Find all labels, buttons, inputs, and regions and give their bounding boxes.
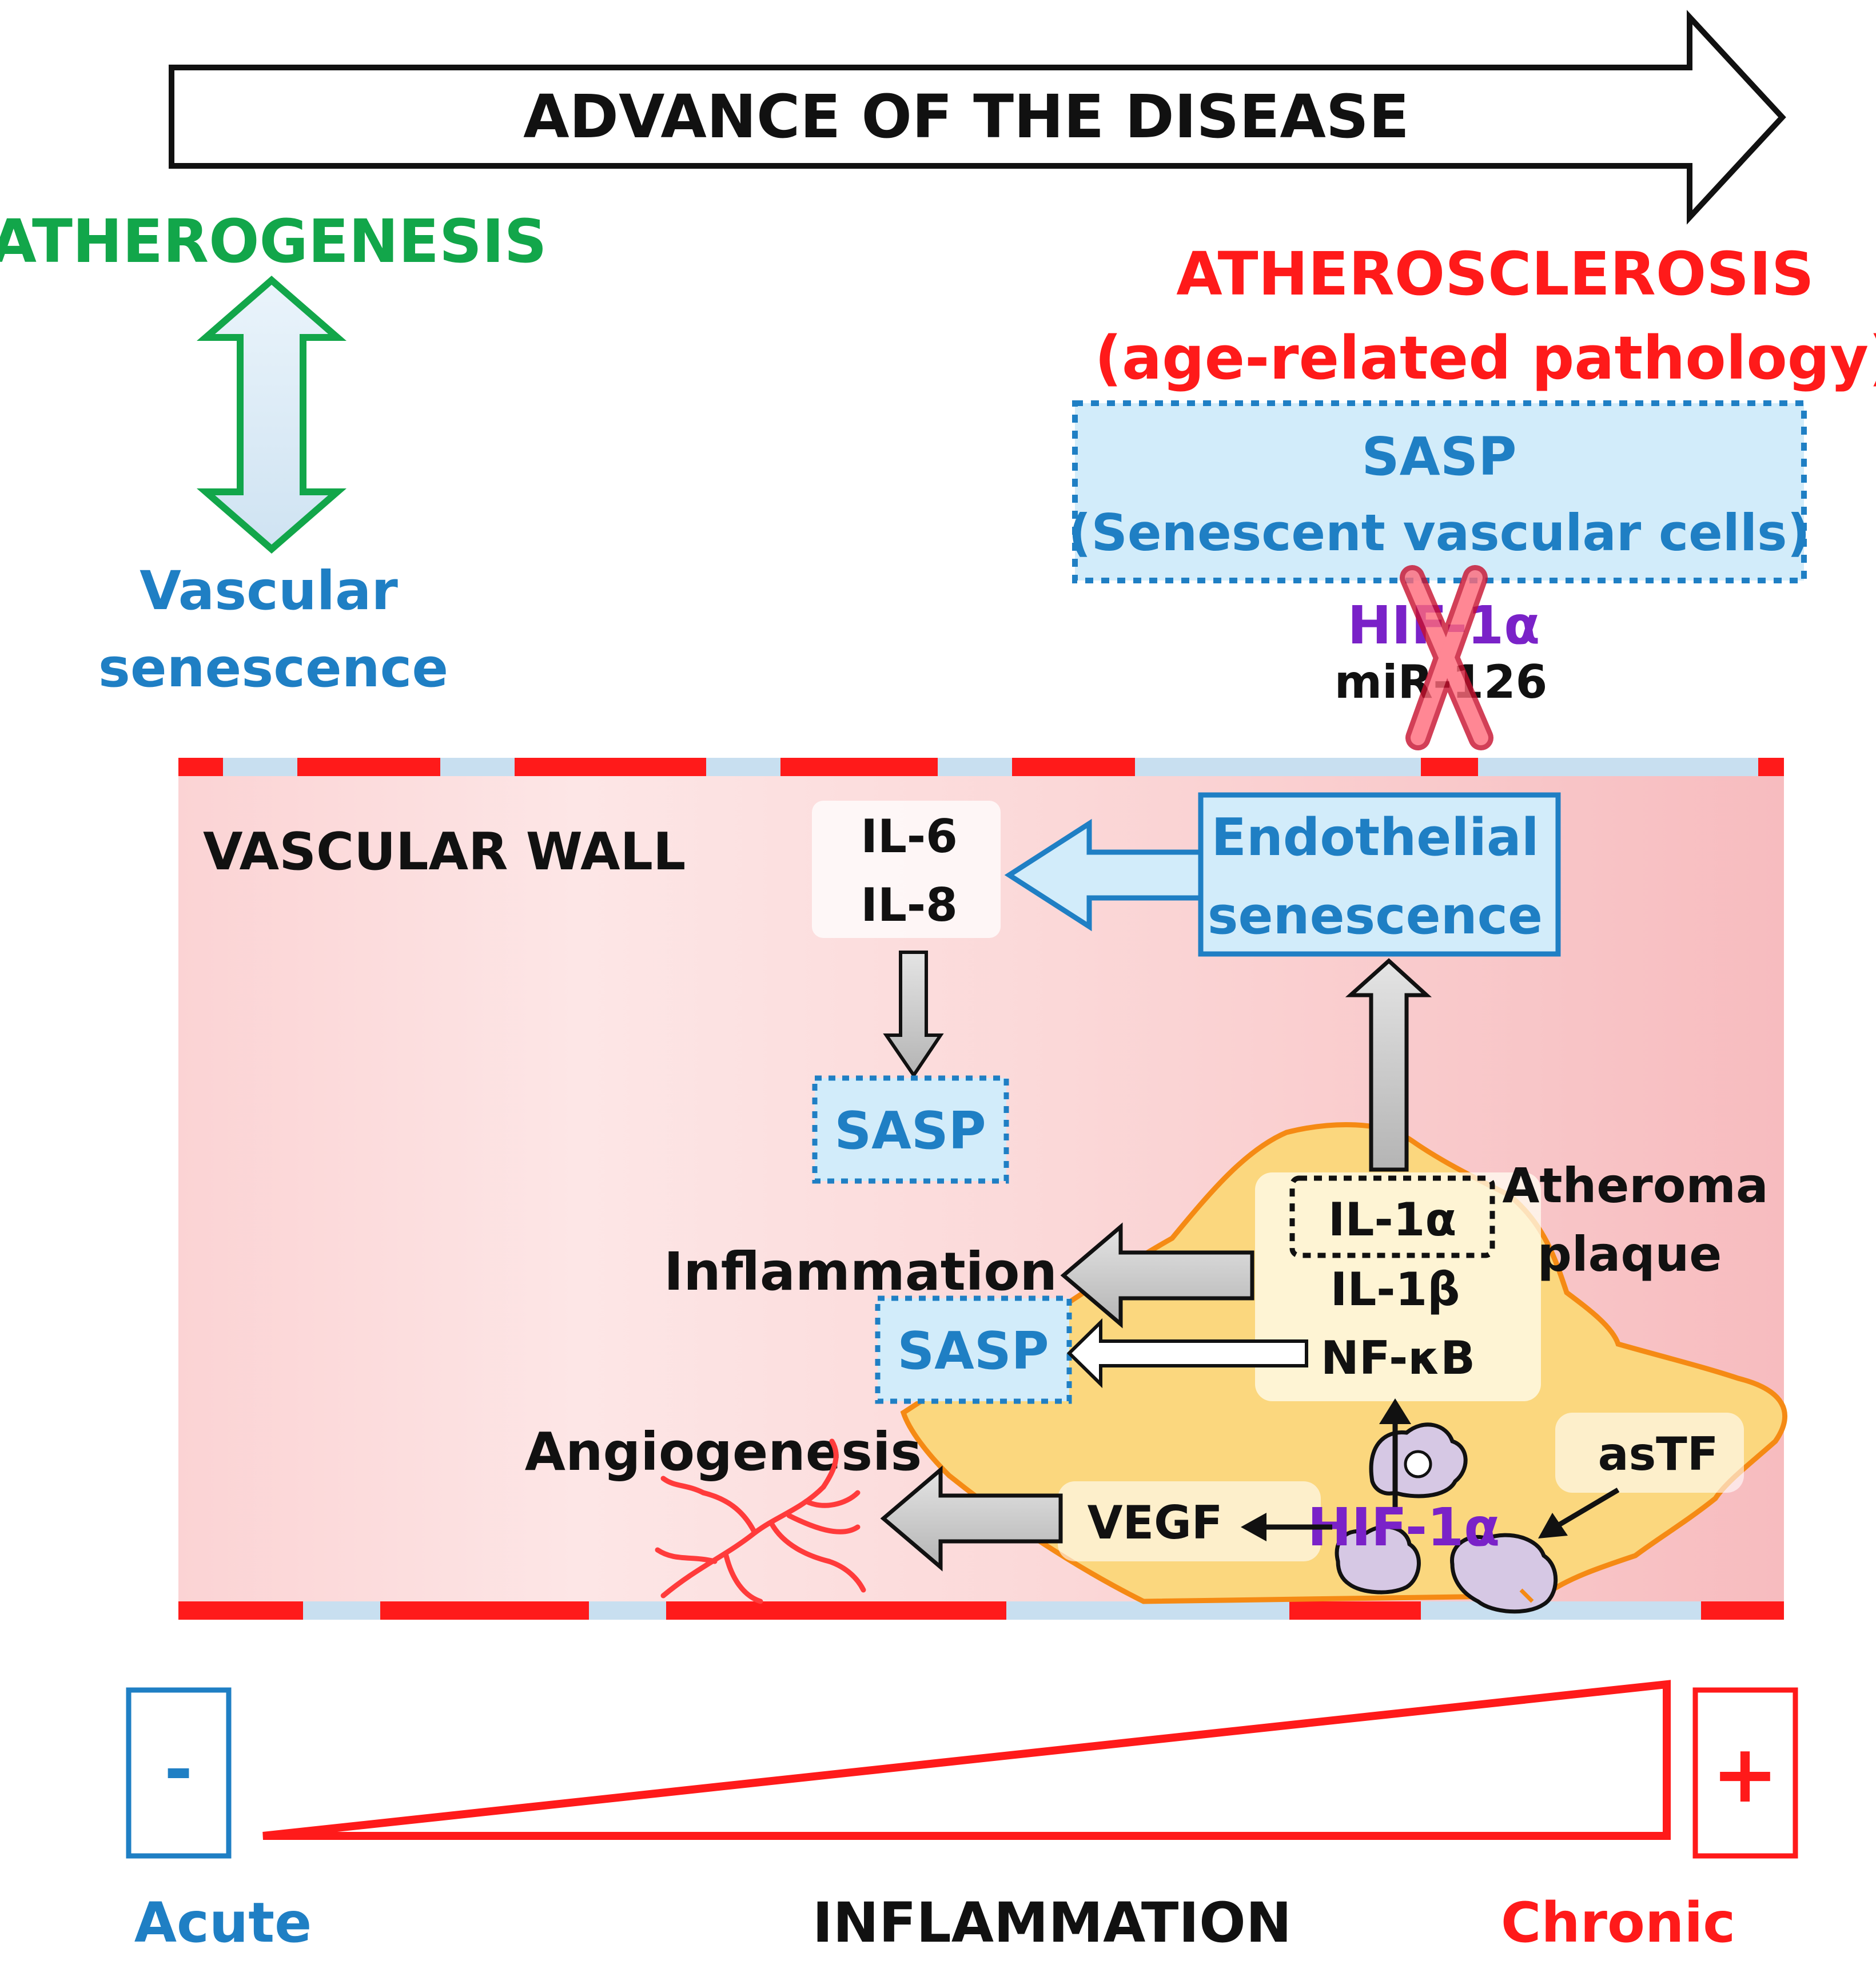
inflammation-wedge (262, 1680, 1671, 1840)
cell-icon (1369, 1422, 1468, 1498)
double-headed-arrow (196, 276, 347, 554)
il6-il8-patch (812, 801, 1001, 938)
atherogenesis-label: ATHEROGENESIS (0, 206, 547, 276)
vegf-label: VEGF (1088, 1496, 1223, 1549)
chronic-label: Chronic (1501, 1891, 1735, 1955)
inflammation-label: Inflammation (664, 1241, 1057, 1302)
inflammation-scale-label: INFLAMMATION (812, 1891, 1292, 1955)
sasp-upper-label: SASP (834, 1101, 986, 1161)
sasp-upper-box (812, 1075, 1009, 1184)
sasp-box-title: SASP (1361, 426, 1516, 487)
hif-label: HIF-1α (1308, 1497, 1500, 1558)
atherosclerosis-label: ATHEROSCLEROSIS (1176, 239, 1814, 309)
sasp-lower-label: SASP (897, 1321, 1049, 1381)
endothelial-to-il-arrow (1004, 818, 1204, 932)
il1b-label: IL-1β (1331, 1263, 1460, 1316)
disease-progress-label: ADVANCE OF THE DISEASE (523, 82, 1409, 152)
nfkb-to-sasp-arrow (1066, 1318, 1308, 1389)
endothelial-senescence-box (1198, 792, 1561, 957)
disease-progress-arrow (169, 10, 1786, 225)
cytokine-patch (1255, 1172, 1541, 1401)
sasp-lower-box (875, 1295, 1072, 1404)
vegf-to-angiogenesis-arrow (880, 1465, 1063, 1572)
il-to-sasp-arrow (883, 951, 944, 1079)
atheroma-plaque-line2: plaque (1538, 1226, 1722, 1282)
vegf-patch (1058, 1481, 1321, 1561)
vascular-wall-label: VASCULAR WALL (203, 822, 686, 882)
hif-to-vegf-arrow-head (1241, 1513, 1266, 1541)
blood-vessel-branch-icon (655, 1438, 866, 1604)
il6-label: IL-6 (861, 810, 958, 863)
astf-to-hif-arrow-line (1554, 1488, 1620, 1529)
sasp-senescent-cells-box (1072, 400, 1807, 583)
endothelial-senescence-line2: senescence (1208, 886, 1543, 946)
il1a-box (1289, 1175, 1495, 1258)
chronic-plus-box (1692, 1687, 1798, 1859)
vascular-senescence-line2: senescence (98, 637, 448, 699)
cell-icon (1335, 1525, 1421, 1595)
vascular-senescence-line1: Vascular (140, 560, 398, 622)
cell-icon (1450, 1533, 1558, 1614)
sasp-box-subtitle: (Senescent vascular cells) (1068, 503, 1810, 562)
astf-to-hif-arrow-head (1538, 1513, 1568, 1538)
atheroma-plaque-line1: Atheroma (1502, 1158, 1768, 1214)
acute-label: Acute (134, 1891, 312, 1955)
acute-minus-box (126, 1687, 232, 1859)
nfkb-label: NF-κB (1321, 1331, 1475, 1385)
minus-symbol: - (164, 1730, 193, 1810)
plus-symbol: + (1711, 1728, 1778, 1821)
il1a-label: IL-1α (1328, 1193, 1457, 1246)
blocked-cross-icon (1400, 565, 1493, 750)
astf-label: asTF (1598, 1428, 1719, 1481)
endothelium-top (178, 758, 1784, 776)
il8-label: IL-8 (861, 878, 958, 932)
endothelial-senescence-line1: Endothelial (1211, 808, 1539, 868)
angiogenesis-label: Angiogenesis (525, 1421, 922, 1482)
cytokines-to-inflammation-arrow (1060, 1222, 1254, 1329)
plaque-to-endothelial-arrow (1345, 958, 1432, 1172)
astf-patch (1555, 1413, 1744, 1493)
hif-to-nfkb-arrow-head (1379, 1398, 1411, 1424)
age-related-pathology-label: (age-related pathology) (1094, 323, 1876, 393)
